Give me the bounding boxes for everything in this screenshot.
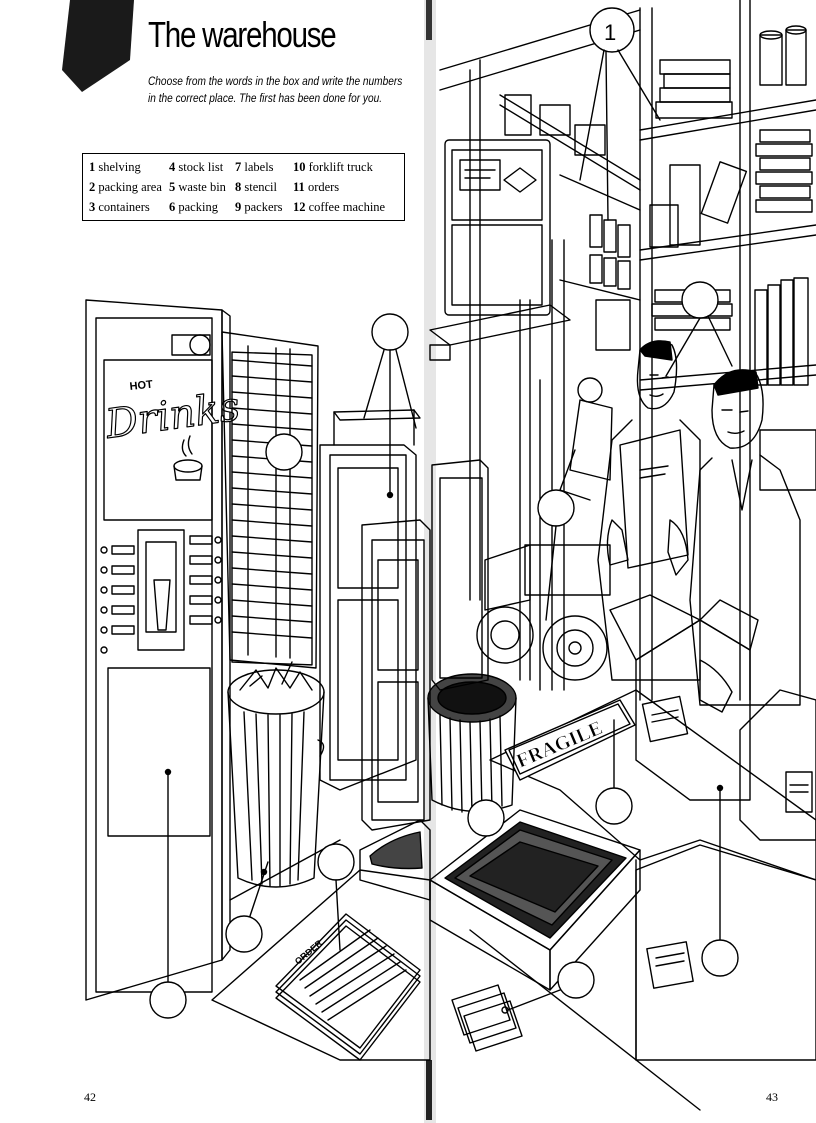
- answer-circle: [557, 961, 595, 999]
- stock-list: [221, 331, 319, 669]
- packing-boxes: [609, 594, 816, 841]
- answer-circle: [467, 799, 505, 837]
- corner-decoration: [62, 0, 134, 92]
- leader-dot: [716, 784, 724, 792]
- answer-circle: [589, 7, 635, 53]
- answer-circle: [371, 313, 409, 351]
- selection-buttons: [100, 535, 222, 654]
- answer-circles: [149, 7, 739, 1019]
- word-item: 2 packing area: [89, 180, 162, 194]
- word-box: 1 shelving 2 packing area 3 containers 4…: [82, 153, 405, 221]
- packing-area: [469, 689, 816, 1111]
- answer-circle: [537, 489, 575, 527]
- word-item: 10 forklift truck: [293, 160, 373, 174]
- answer-circle-filled-text: 1: [604, 20, 616, 45]
- page-title: The warehouse: [148, 14, 337, 55]
- stencil: [504, 699, 636, 781]
- leader-dot: [164, 768, 172, 776]
- word-item: 11 orders: [293, 180, 340, 194]
- answer-leader-lines: [167, 49, 733, 1011]
- answer-circle: [701, 939, 739, 977]
- word-item: 8 stencil: [235, 180, 278, 194]
- leader-dot: [260, 868, 268, 876]
- waste-bin: [227, 661, 325, 888]
- word-item: 5 waste bin: [169, 180, 226, 194]
- word-item: 7 labels: [235, 160, 274, 174]
- answer-circle: [225, 915, 263, 953]
- hot-sign-text: HOT: [129, 379, 154, 393]
- answer-circle: [149, 981, 187, 1019]
- page-number-right: 43: [766, 1090, 778, 1104]
- answer-circle: [595, 787, 633, 825]
- packing-roll: [427, 673, 517, 814]
- containers: [319, 409, 489, 831]
- packing-tray: [429, 809, 641, 991]
- word-item: 6 packing: [169, 200, 218, 214]
- packing-tray-left: [359, 819, 431, 901]
- answer-circle: [265, 433, 303, 471]
- coffee-machine: [85, 299, 231, 1001]
- word-item: 3 containers: [89, 200, 150, 214]
- labels: [451, 984, 523, 1052]
- answer-circle: [317, 843, 355, 881]
- word-item: 12 coffee machine: [293, 200, 386, 214]
- leader-dot: [386, 491, 394, 499]
- shelving-unit: [439, 0, 816, 701]
- instructions: Choose from the words in the box and wri…: [148, 76, 403, 105]
- word-item: 4 stock list: [169, 160, 224, 174]
- word-item: 9 packers: [235, 200, 283, 214]
- answer-circle: [681, 281, 719, 319]
- forklift-truck: [429, 139, 613, 691]
- orders: [211, 869, 431, 1061]
- page-number-left: 42: [84, 1090, 96, 1104]
- packers: [597, 340, 801, 713]
- word-item: 1 shelving: [89, 160, 141, 174]
